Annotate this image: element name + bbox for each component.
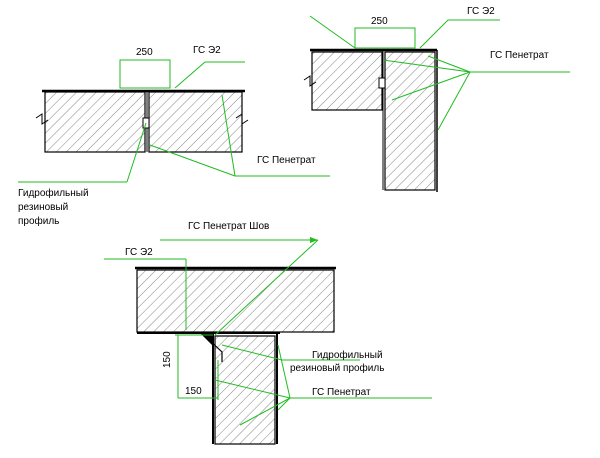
detail-2-leader-penetrat-a	[391, 71, 471, 101]
detail-1-break-left	[35, 113, 49, 125]
detail-3-leader-seam-arrow	[310, 237, 318, 243]
detail-2-leader-penetrat-b	[427, 55, 471, 73]
detail-1-slab-joint: 250 ГС Э2 ГС Пенетрат Гидрофильный резин…	[18, 45, 330, 227]
detail-3-t-junction: 150 150 ГС Э2 ГС Пенетрат Шов Гидрофильн…	[104, 221, 432, 445]
detail-3-label-gs-e2: ГС Э2	[125, 247, 153, 258]
detail-1-label-profile-1: Гидрофильный	[18, 187, 89, 199]
detail-3-dim-150-vertical: 150	[162, 351, 173, 368]
detail-3-dim-150-horizontal: 150	[185, 386, 202, 397]
detail-2-label-gs-e2: ГС Э2	[467, 6, 495, 17]
detail-1-break-right	[235, 113, 249, 125]
detail-2-dim-250: 250	[371, 16, 388, 27]
detail-1-label-gs-e2: ГС Э2	[193, 45, 221, 56]
detail-2-break-left	[303, 75, 317, 87]
detail-2-dim-ext	[309, 15, 356, 49]
detail-2-leader-penetrat-d	[382, 59, 471, 73]
detail-3-label-profile-2: резиновый профиль	[290, 362, 384, 374]
detail-3-fillet-profile	[204, 335, 223, 362]
detail-2-slab	[311, 51, 383, 111]
detail-3-leader-penetrat-d	[277, 397, 291, 411]
detail-3-label-penetrat: ГС Пенетрат	[312, 387, 371, 398]
detail-3-leader-seam	[214, 239, 319, 336]
detail-2-label-penetrat: ГС Пенетрат	[490, 50, 549, 61]
detail-1-label-profile-3: профиль	[18, 215, 59, 227]
detail-2-rubber-profile	[378, 77, 386, 89]
detail-2-wall	[384, 51, 436, 191]
detail-3-leader-penetrat-c	[277, 344, 291, 399]
detail-1-slab-left	[44, 91, 146, 153]
detail-1-leader-e2	[174, 61, 206, 89]
detail-3-slab	[136, 269, 335, 333]
detail-2-dimension-box	[354, 27, 416, 49]
detail-3-wall	[214, 335, 276, 445]
detail-2-leader-e2	[419, 19, 449, 49]
detail-1-leader-penetrat-a	[149, 144, 236, 177]
detail-3-label-penetrat-seam: ГС Пенетрат Шов	[188, 221, 269, 232]
detail-3-fillet	[200, 333, 213, 346]
detail-2-leader-penetrat-c	[437, 71, 471, 131]
detail-2-corner: 250 ГС Э2 ГС Пенетрат	[303, 6, 570, 192]
detail-1-slab-right	[148, 91, 243, 153]
detail-1-label-profile-2: резиновый	[18, 202, 68, 213]
detail-1-label-penetrat: ГС Пенетрат	[257, 155, 316, 166]
detail-1-dimension-box	[119, 59, 171, 89]
detail-1-leader-penetrat-b	[221, 94, 236, 177]
detail-3-leader-profile	[221, 344, 283, 361]
detail-3-leader-penetrat-b	[239, 397, 291, 426]
detail-3-label-profile-1: Гидрофильный	[312, 349, 383, 361]
detail-1-leader-profile	[126, 122, 147, 183]
detail-1-dim-250: 250	[136, 47, 153, 58]
detail-3-leader-penetrat-a	[214, 379, 291, 399]
